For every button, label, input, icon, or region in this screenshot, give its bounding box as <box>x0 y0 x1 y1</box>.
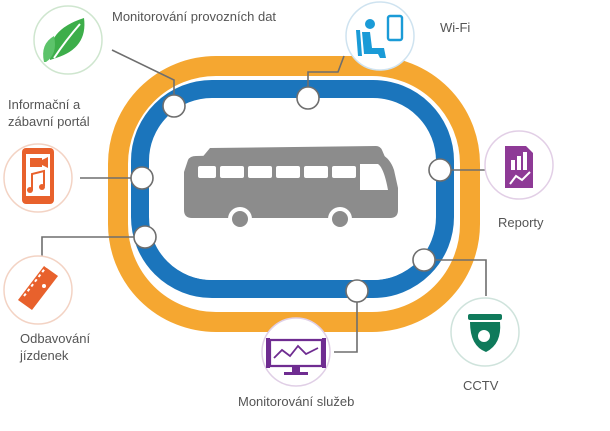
label-service-monitoring: Monitorování služeb <box>238 394 355 409</box>
label-infotainment-line2: zábavní portál <box>8 114 90 129</box>
monitor-icon <box>261 317 331 387</box>
leaf-icon <box>33 5 103 75</box>
label-infotainment-line1: Informační a <box>8 97 81 112</box>
report-chart-icon <box>484 130 554 200</box>
bus-icon <box>184 146 398 231</box>
seat-tablet-icon <box>345 1 415 71</box>
label-ticketing-line2: jízdenek <box>20 348 69 363</box>
cctv-camera-icon <box>450 297 520 367</box>
label-ticketing-line1: Odbavování <box>20 331 91 346</box>
media-phone-icon <box>3 143 73 213</box>
connector-nodes <box>130 86 452 303</box>
ticket-icon <box>3 255 73 325</box>
label-monitoring-operational: Monitorování provozních dat <box>112 9 277 24</box>
label-cctv: CCTV <box>463 378 499 393</box>
label-reports: Reporty <box>498 215 544 230</box>
label-wifi: Wi-Fi <box>440 20 471 35</box>
